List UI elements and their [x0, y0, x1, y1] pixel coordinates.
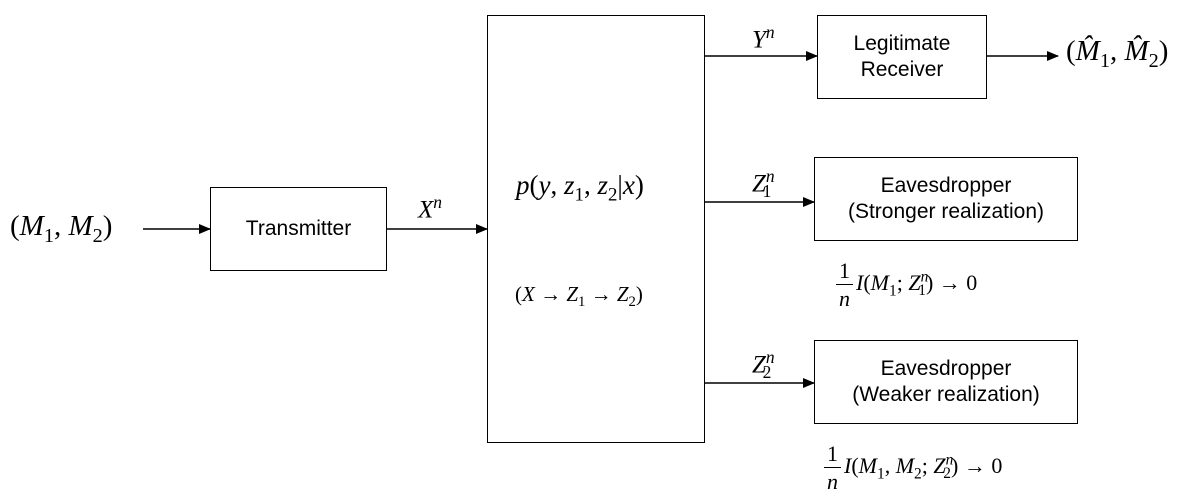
channel-markov-chain-label: (X → Z1 → Z2) — [515, 282, 643, 311]
channel-box — [487, 15, 705, 443]
eavesdropper-weaker-line1: Eavesdropper — [880, 356, 1012, 380]
receiver-label-line2: Receiver — [860, 58, 944, 81]
eavesdropper-stronger-line2: (Stronger realization) — [847, 200, 1045, 223]
legitimate-receiver-box: Legitimate Receiver — [817, 15, 987, 99]
eavesdropper-weaker-box: Eavesdropper (Weaker realization) — [814, 340, 1078, 424]
output-estimates-label: (M̂1, M̂2) — [1066, 35, 1169, 72]
eavesdropper-weaker-line2: (Weaker realization) — [852, 383, 1040, 406]
yn-signal-label: Yn — [752, 22, 775, 54]
channel-distribution-label: p(y, z1, z2|x) — [516, 170, 644, 206]
transmitter-box: Transmitter — [210, 187, 387, 271]
eavesdropper-stronger-line1: Eavesdropper — [880, 173, 1012, 197]
receiver-label-line1: Legitimate — [853, 31, 951, 55]
xn-signal-label: Xn — [418, 192, 443, 224]
z2n-signal-label: Zn2 — [752, 347, 775, 383]
transmitter-label: Transmitter — [245, 216, 352, 240]
z1n-signal-label: Zn1 — [752, 166, 775, 202]
input-messages-label: (M1, M2) — [10, 210, 113, 247]
eavesdropper-stronger-box: Eavesdropper (Stronger realization) — [814, 157, 1078, 241]
